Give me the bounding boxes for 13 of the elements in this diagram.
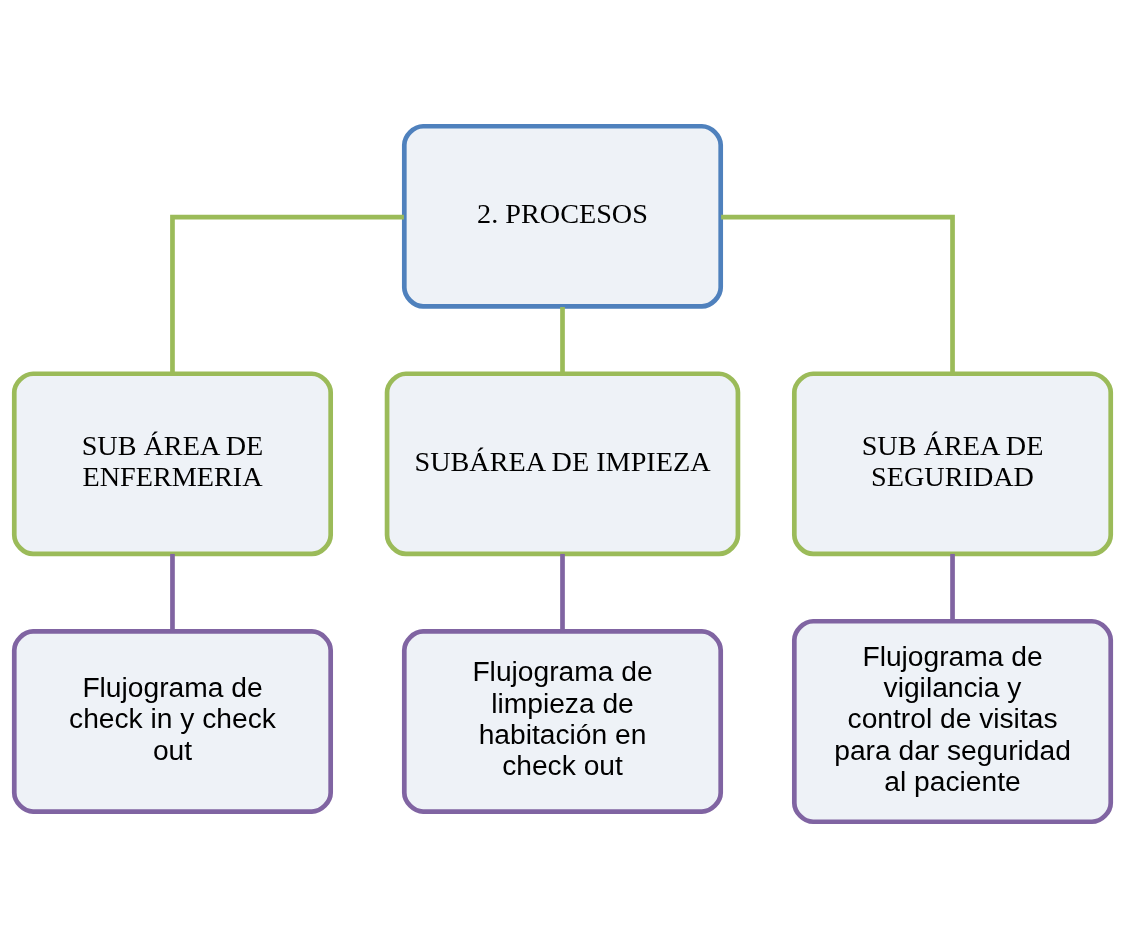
node-box: SUB ÁREA DE ENFERMERIA bbox=[11, 371, 334, 557]
node-box: Flujograma de limpieza de habitación en check out bbox=[401, 629, 724, 814]
connector bbox=[170, 214, 404, 374]
node-box: 2. PROCESOS bbox=[401, 123, 724, 309]
connector bbox=[950, 553, 955, 621]
node-box: Flujograma de vigilancia y control de visitas para dar seguridad al paciente bbox=[791, 618, 1114, 825]
connector bbox=[560, 307, 565, 374]
connector bbox=[170, 553, 175, 632]
connector bbox=[721, 214, 955, 374]
node-box: SUB ÁREA DE SEGURIDAD bbox=[791, 371, 1114, 557]
node-box: SUBÁREA DE IMPIEZA bbox=[384, 371, 741, 557]
node-box: Flujograma de check in y check out bbox=[11, 629, 334, 814]
connector bbox=[560, 553, 565, 632]
